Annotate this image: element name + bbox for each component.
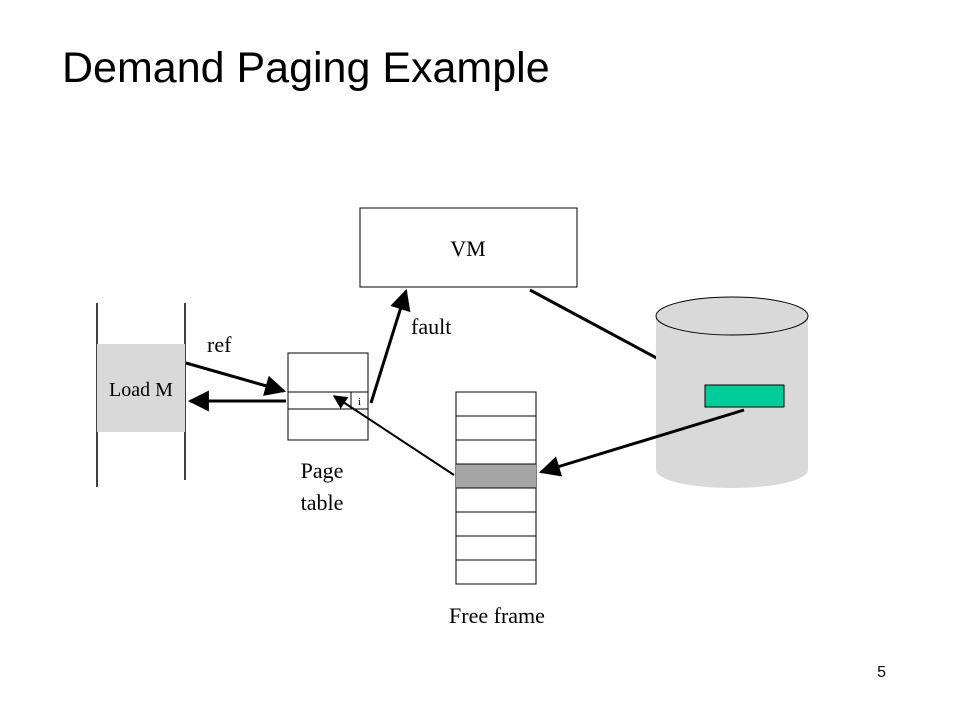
fault-label: fault: [411, 314, 451, 339]
page-table-label-line1: Page: [301, 458, 344, 483]
page-table: i: [287, 352, 369, 441]
disk-to-frame-arrow: [538, 408, 745, 477]
invalid-bit: i: [358, 396, 361, 408]
page-number: 5: [877, 664, 886, 681]
load-instruction-block: [97, 344, 185, 432]
allocated-frame: [456, 464, 536, 488]
program-memory: Load M: [96, 303, 186, 487]
page-table-label-line2: table: [301, 490, 344, 515]
fault-arrow: [369, 288, 411, 404]
disk-page-block: [704, 384, 785, 408]
vm-label: VM: [450, 236, 485, 261]
ref-arrow: [185, 361, 287, 396]
free-frame-label: Free frame: [449, 603, 545, 628]
vm-box: VM: [359, 207, 578, 288]
frame-to-page-table-arrow: [332, 395, 455, 476]
slide-title: Demand Paging Example: [62, 44, 550, 92]
free-frame-list: [455, 391, 537, 585]
load-instruction-label: Load M: [109, 379, 173, 401]
ref-label: ref: [207, 332, 232, 357]
disk: [655, 296, 809, 488]
